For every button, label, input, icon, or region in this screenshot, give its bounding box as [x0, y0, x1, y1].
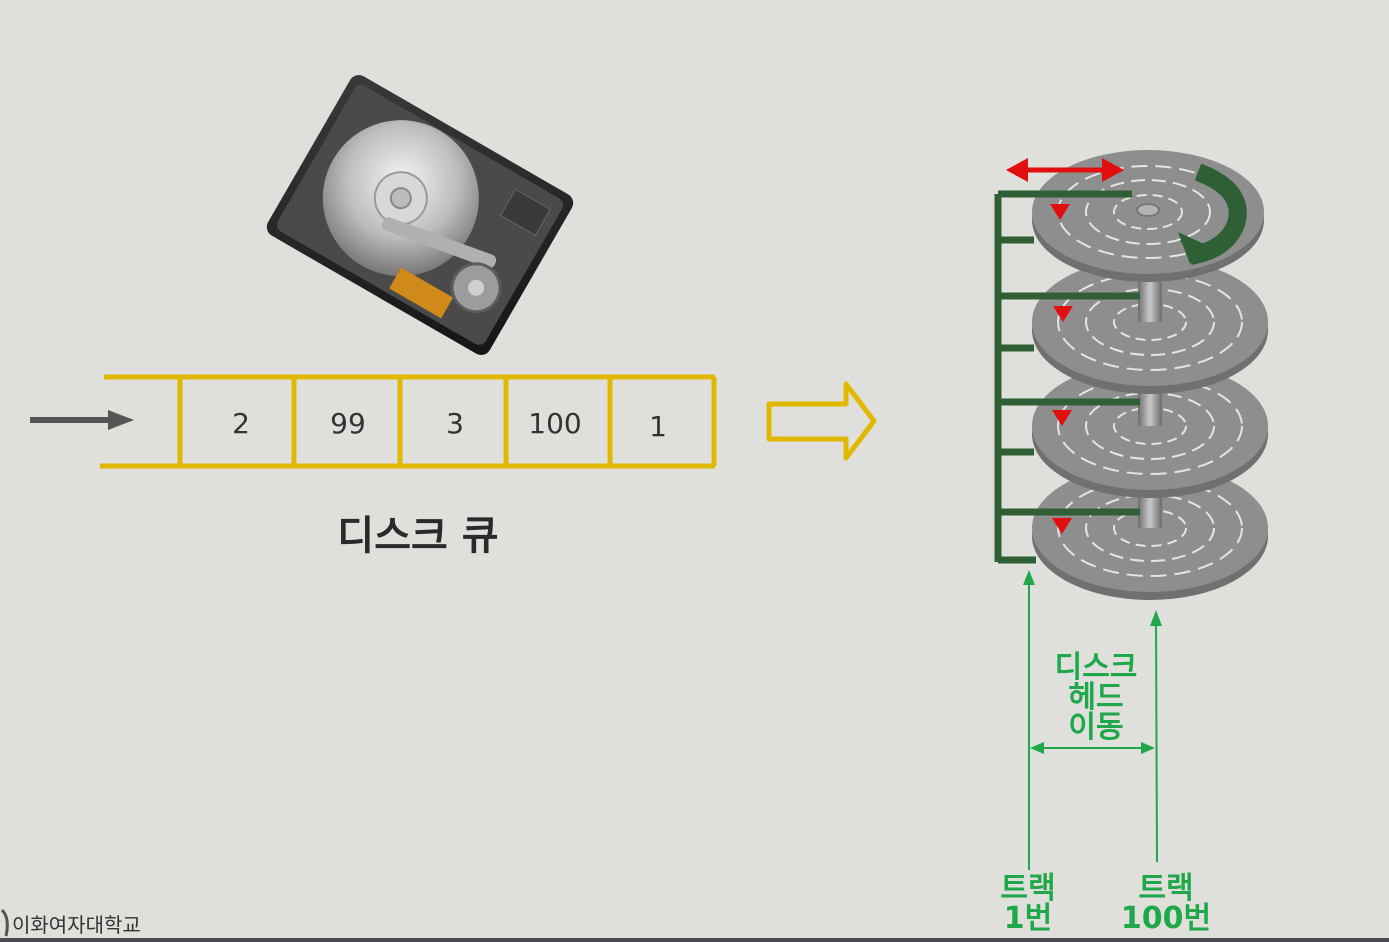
track-first-label: 1번 [1004, 901, 1052, 936]
bottom-border [0, 938, 1389, 942]
disk-queue [100, 374, 717, 469]
queue-cell: 1 [649, 410, 667, 443]
hollow-right-arrow-icon [766, 381, 877, 461]
incoming-arrow-icon [30, 410, 134, 430]
head-movement-label: 이동 [1068, 710, 1123, 745]
queue-cell: 2 [232, 407, 250, 440]
queue-cell: 3 [446, 407, 464, 440]
rotation-arrow-icon [1178, 163, 1247, 265]
hard-disk-drive-image [266, 74, 574, 356]
read-write-head-marker [1050, 204, 1073, 534]
university-logo-icon [0, 908, 9, 937]
head-movement-double-arrow-icon [1006, 158, 1124, 182]
track-range-indicator [1023, 570, 1162, 870]
university-name: 이화여자대학교 [12, 913, 141, 937]
track-last-label: 트랙 [1138, 871, 1193, 906]
queue-cell: 99 [330, 407, 366, 440]
head-movement-label: 디스크 [1055, 650, 1138, 685]
queue-cell: 100 [528, 407, 581, 440]
disk-head-arm [994, 190, 1140, 564]
track-last-label: 100번 [1121, 901, 1211, 936]
track-first-label: 트랙 [1000, 871, 1055, 906]
head-movement-label: 헤드 [1068, 680, 1123, 715]
disk-queue-label: 디스크 큐 [337, 513, 498, 559]
